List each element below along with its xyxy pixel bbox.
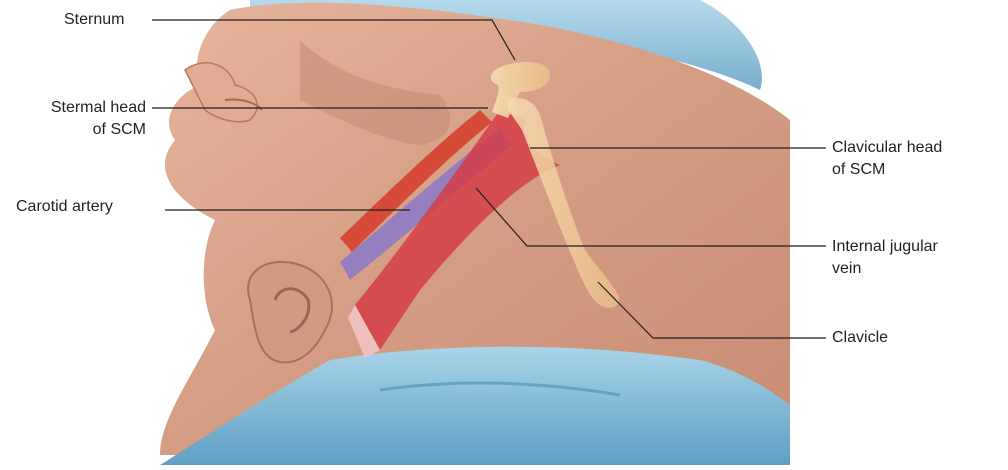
label-clavicular-head-line2: of SCM: [832, 160, 885, 180]
label-carotid-artery: Carotid artery: [16, 197, 113, 217]
label-sternum: Sternum: [64, 10, 124, 30]
label-sternal-head-line2: of SCM: [0, 120, 146, 140]
label-clavicle: Clavicle: [832, 328, 888, 348]
label-clavicular-head-line1: Clavicular head: [832, 138, 942, 158]
label-ijv-line1: Internal jugular: [832, 237, 938, 257]
label-sternal-head-line1: Stermal head: [0, 98, 146, 118]
label-ijv-line2: vein: [832, 259, 861, 279]
